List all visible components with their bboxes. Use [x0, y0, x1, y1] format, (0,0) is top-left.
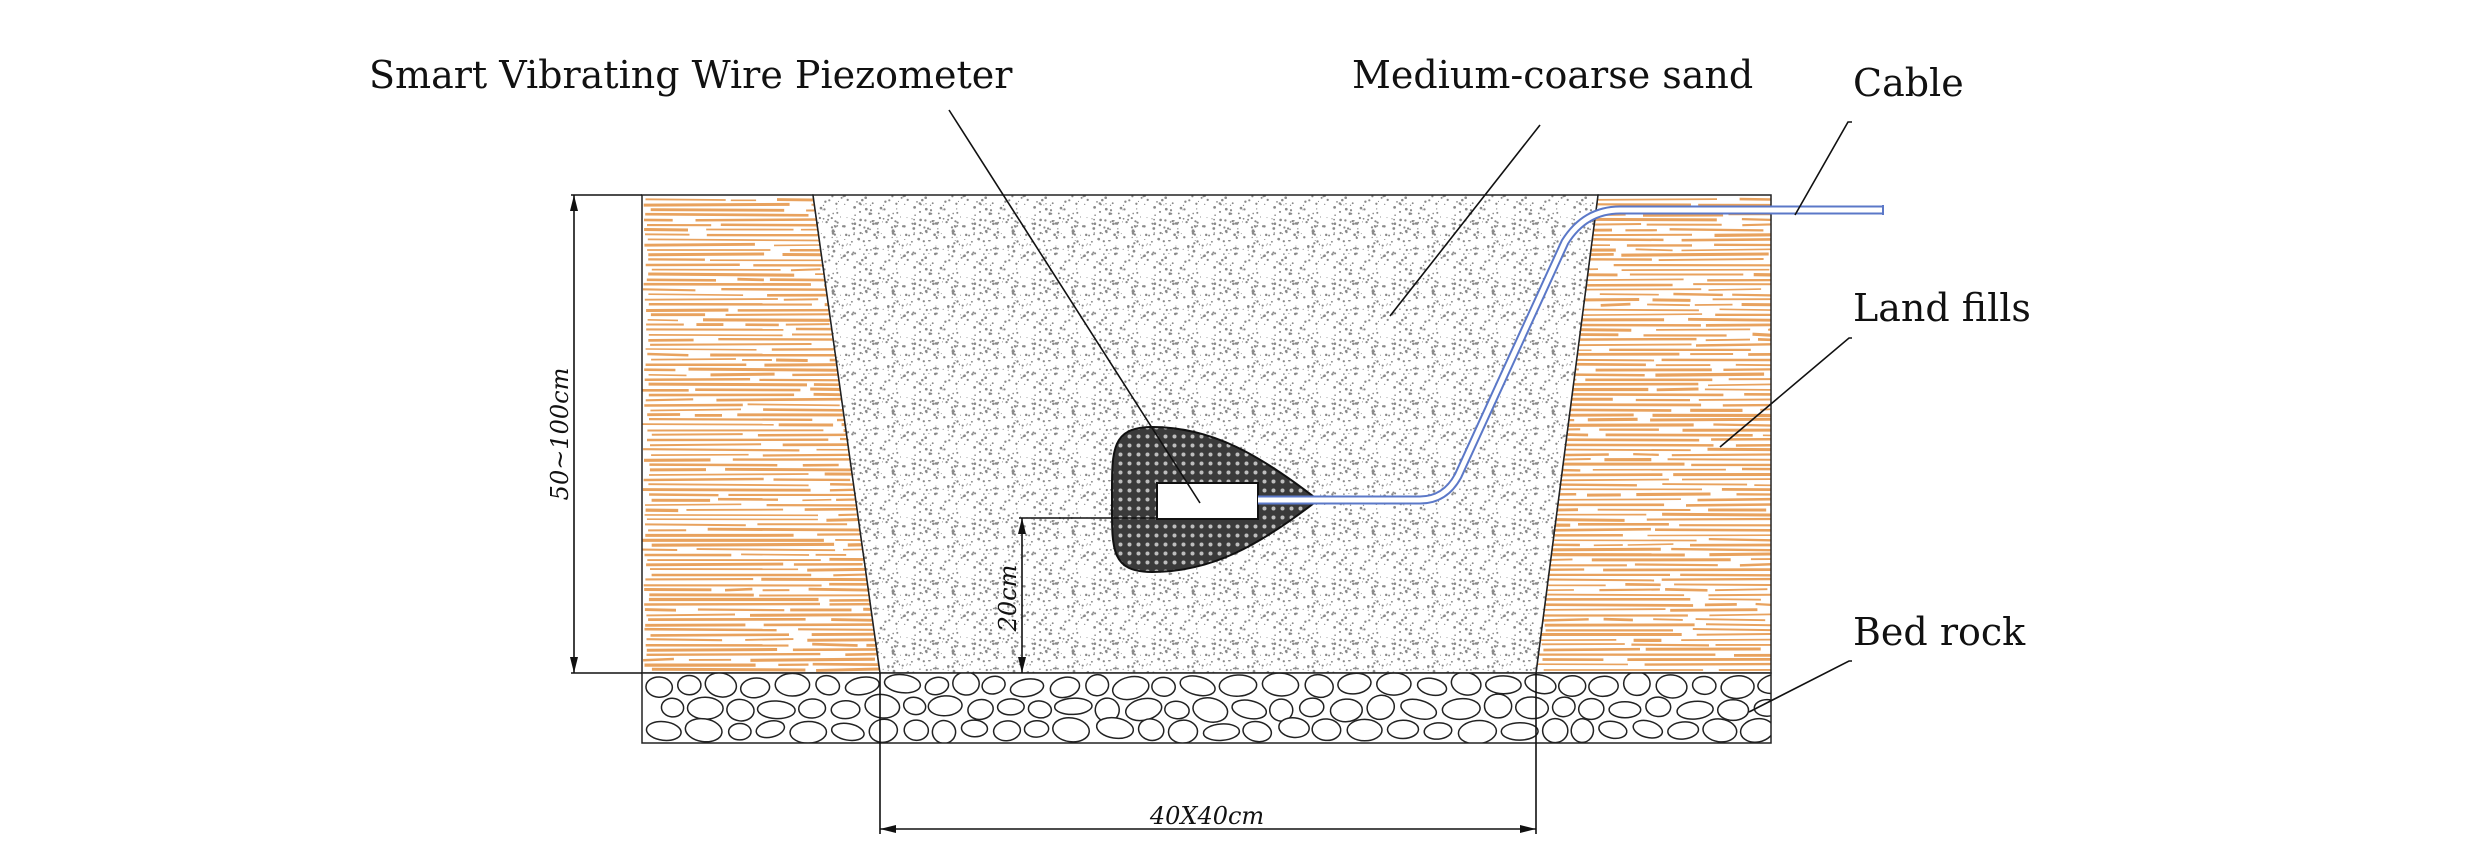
leader-sand — [1389, 124, 1541, 317]
dimension-offset-label: 20cm — [994, 565, 1022, 633]
label-piezometer: Smart Vibrating Wire Piezometer — [369, 53, 1013, 97]
leader-lines — [948, 109, 1852, 713]
leader-bed-rock — [1748, 660, 1852, 713]
land-fill-left — [641, 194, 881, 674]
dimension-width — [879, 673, 1537, 834]
label-bed-rock: Bed rock — [1853, 610, 2026, 654]
dimension-height-label: 50~100cm — [546, 368, 574, 501]
dimension-height — [570, 194, 642, 674]
cable-line — [1258, 205, 1884, 505]
label-cable: Cable — [1853, 61, 1964, 105]
label-sand: Medium-coarse sand — [1352, 53, 1753, 97]
label-land-fills: Land fills — [1853, 286, 2031, 330]
leader-piezometer — [948, 109, 1201, 504]
leader-cable — [1794, 121, 1852, 216]
dimension-width-label: 40X40cm — [1149, 802, 1264, 830]
piezometer-sensor — [1156, 482, 1259, 520]
bed-rock-layer — [641, 672, 1772, 744]
leader-land-fills — [1719, 337, 1852, 448]
dimension-offset — [1018, 517, 1157, 673]
